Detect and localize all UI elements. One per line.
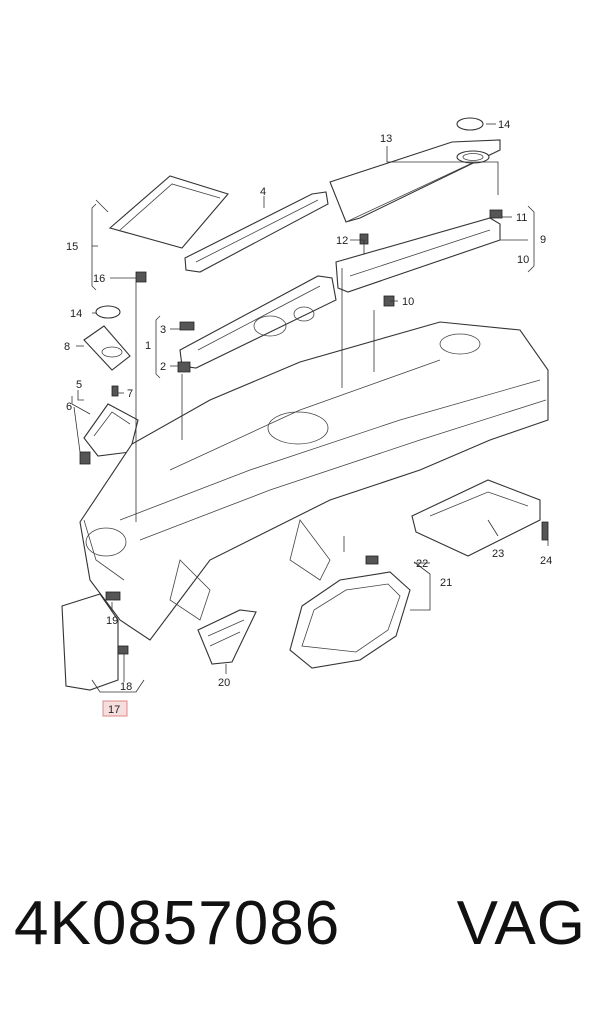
callout-3: 3 <box>160 324 166 336</box>
side-trim-panel <box>61 591 129 691</box>
main-dashboard-carrier <box>79 321 549 641</box>
callout-17-highlighted: 17 <box>108 704 120 716</box>
callout-10-right: 10 <box>517 254 529 266</box>
callout-1: 1 <box>145 340 151 352</box>
callout-9: 9 <box>540 234 546 246</box>
callout-18: 18 <box>120 681 132 693</box>
brand-label: VAG <box>456 889 586 958</box>
callout-5: 5 <box>76 379 82 391</box>
callout-22: 22 <box>416 558 428 570</box>
callout-13: 13 <box>380 133 392 145</box>
footer: 4K0857086 VAG <box>0 888 600 988</box>
callout-7: 7 <box>127 388 133 400</box>
callout-15: 15 <box>66 241 78 253</box>
instrument-cluster-trim <box>289 555 411 669</box>
callout-24: 24 <box>540 555 552 567</box>
exploded-parts-diagram: 13 14 4 11 9 10 12 10 15 16 14 8 5 6 7 3… <box>61 117 552 717</box>
callout-14-left: 14 <box>70 308 82 320</box>
callout-8: 8 <box>64 341 70 353</box>
group-brackets <box>71 199 535 693</box>
right-bracket <box>335 209 503 307</box>
left-trim-with-ring <box>83 305 131 371</box>
callout-23: 23 <box>492 548 504 560</box>
callout-21: 21 <box>440 577 452 589</box>
callout-12: 12 <box>336 235 348 247</box>
callout-6: 6 <box>66 401 72 413</box>
callout-2: 2 <box>160 361 166 373</box>
center-cover <box>184 191 329 273</box>
callout-4: 4 <box>260 186 266 198</box>
callout-19: 19 <box>106 615 118 627</box>
callout-11: 11 <box>516 212 527 224</box>
center-vent-bracket <box>177 275 337 373</box>
callout-10-center: 10 <box>402 296 414 308</box>
callout-14-top: 14 <box>498 119 510 131</box>
leader-lines <box>73 123 549 682</box>
part-number: 4K0857086 <box>14 889 341 958</box>
callout-16: 16 <box>93 273 105 285</box>
ring-part-top <box>456 117 484 131</box>
highlight-box-17 <box>102 700 128 717</box>
callout-labels: 13 14 4 11 9 10 12 10 15 16 14 8 5 6 7 3… <box>64 119 552 717</box>
right-support-bracket <box>411 479 549 557</box>
left-air-vent <box>197 609 257 665</box>
callout-20: 20 <box>218 677 230 689</box>
left-end-cover <box>108 175 229 283</box>
speaker-cap-top <box>456 150 490 164</box>
left-vent-housing <box>79 385 139 465</box>
